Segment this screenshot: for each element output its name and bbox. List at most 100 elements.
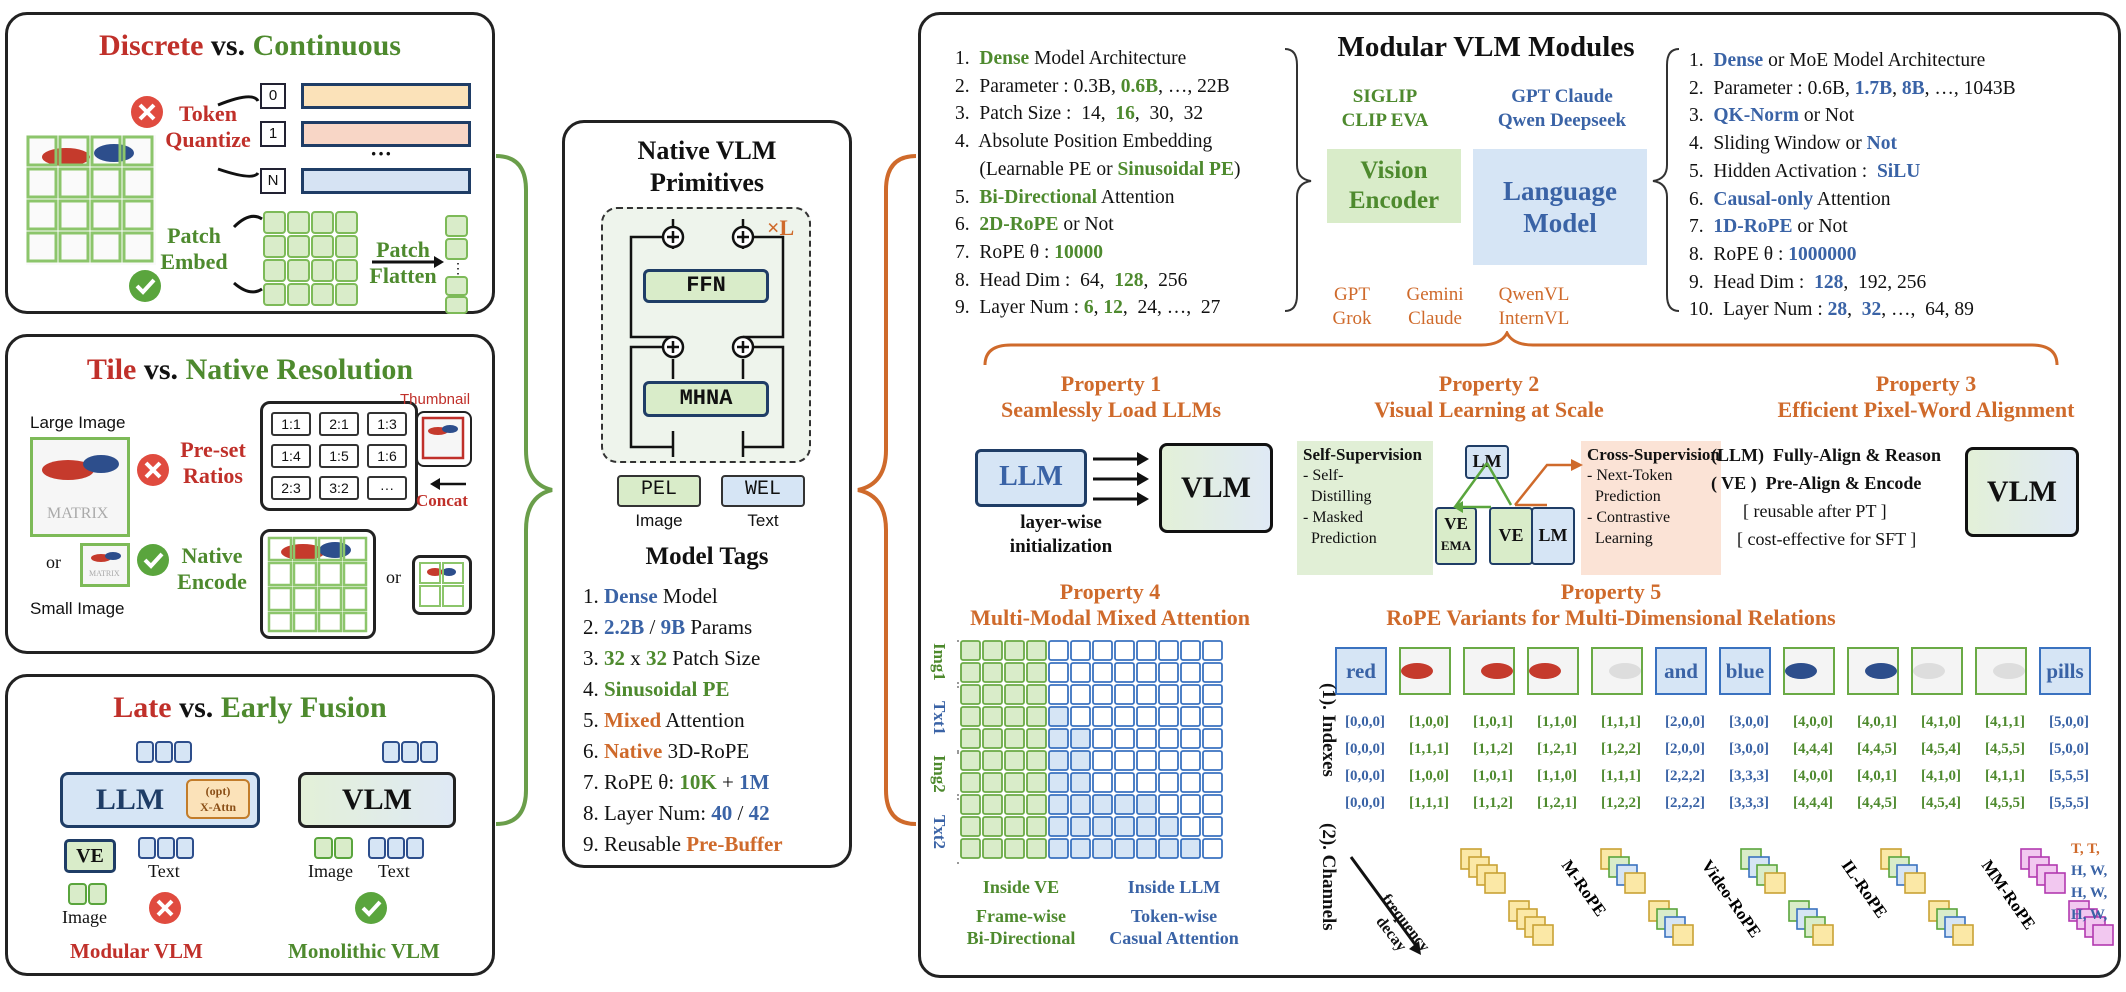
index-cell: [3,0,0]: [1729, 741, 1769, 757]
text-label: Text: [148, 861, 180, 881]
spec-text: , 192, 256: [1843, 271, 1927, 293]
attention-cell: [982, 816, 1003, 837]
supervision-item: Distilling: [1303, 488, 1372, 505]
index-cell: [1,2,2]: [1601, 795, 1641, 811]
index-cell: [3,3,3]: [1729, 795, 1769, 811]
ve-list-brace: [1284, 48, 1312, 312]
image-patch-token: [1463, 647, 1515, 695]
attention-cell: [1202, 750, 1223, 771]
small-image-label: Small Image: [30, 599, 125, 618]
attention-cell: [982, 838, 1003, 859]
panel-title: Modular VLM Modules: [1337, 31, 1635, 63]
attention-cell: [960, 750, 981, 771]
tag-number: 7.: [583, 770, 604, 794]
index-cell: [5,0,0]: [2049, 714, 2089, 730]
cross-supervision-items: - Next-Token Prediction- Contrastive Lea…: [1587, 465, 1715, 549]
spec-text: 10. Layer Num :: [1689, 299, 1828, 321]
attention-cell: [1026, 706, 1047, 727]
attention-cell: [1158, 640, 1179, 661]
self-supervision-title: Self-Supervision: [1303, 445, 1423, 464]
tag-highlight: Mixed: [604, 708, 662, 732]
rope-index-table: [0,0,0][1,0,0][1,0,1][1,1,0][1,1,1][2,0,…: [1345, 709, 2125, 817]
attention-cell: [1202, 662, 1223, 683]
attention-cell: [1004, 772, 1025, 793]
index-cell: [1,1,1]: [1409, 741, 1449, 757]
index-cell: [4,0,1]: [1857, 768, 1897, 784]
native-grid-large: [260, 529, 376, 639]
attention-cell: [1158, 750, 1179, 771]
p3-line-2: ( VE ) Pre-Align & Encode: [1711, 473, 1922, 493]
tag-highlight: 40: [711, 801, 733, 825]
model-tag-item: 1. Dense Model: [583, 581, 853, 612]
modular-vlm-label: Modular VLM: [70, 939, 203, 963]
codebook-entry: [301, 121, 471, 147]
attention-cell: [1114, 794, 1135, 815]
attention-cell: [1180, 750, 1201, 771]
model-tag-item: 4. Sinusoidal PE: [583, 674, 853, 705]
accept-icon: [128, 269, 162, 308]
channel-cube: [1532, 924, 1554, 946]
spec-highlight: Not: [1866, 133, 1897, 155]
attention-cell: [960, 684, 981, 705]
self-supervision-items: - Self- Distilling- Masked Prediction: [1303, 465, 1427, 549]
tag-highlight: 9B: [660, 615, 686, 639]
index-cell: [4,4,5]: [1857, 795, 1897, 811]
supervision-item: Learning: [1587, 530, 1653, 547]
tag-number: 4.: [583, 677, 604, 701]
patch-thumbnail: [1993, 663, 2025, 679]
tag-number: 9.: [583, 832, 604, 856]
attention-cell: [960, 838, 981, 859]
spec-text: Attention: [1813, 188, 1891, 210]
index-row: [0,0,0][1,0,0][1,0,1][1,1,0][1,1,1][2,2,…: [1345, 763, 2125, 790]
cross-attn-block: (opt) X-Attn: [186, 779, 250, 819]
spec-highlight: Causal-only: [1713, 188, 1814, 210]
spec-highlight: 128: [1114, 269, 1144, 291]
spec-highlight: 32: [1861, 299, 1882, 321]
ratio-cell: 1:6: [367, 444, 407, 468]
property-4-title: Property 4 Multi-Modal Mixed Attention: [970, 579, 1250, 630]
attention-cell: [1026, 750, 1047, 771]
p2-lm2-block: LM: [1531, 507, 1575, 565]
spec-text: or Not: [1798, 105, 1855, 127]
tag-text: 3D-RoPE: [662, 739, 750, 763]
cross-supervision-box: Cross-Supervision - Next-Token Predictio…: [1581, 441, 1721, 575]
spec-text: 1.: [955, 48, 980, 69]
channel-cube: [1904, 872, 1926, 894]
attention-cell: [1070, 794, 1091, 815]
image-patch-token: [1975, 647, 2027, 695]
attention-cell: [1158, 816, 1179, 837]
inside-ve-label: Inside VE: [982, 877, 1060, 897]
attention-cell: [982, 750, 1003, 771]
spec-highlight: 8B: [1901, 77, 1925, 99]
spec-text: ,: [1093, 297, 1104, 319]
attention-cell: [1136, 640, 1157, 661]
attention-cell: [1092, 684, 1113, 705]
lm-model-names: GPT Claude Qwen Deepseek: [1497, 86, 1627, 131]
spec-highlight: 128: [1814, 271, 1844, 293]
spec-item: 9. Head Dim : 128, 192, 256: [1689, 269, 2109, 297]
attention-cell: [960, 706, 981, 727]
index-cell: [0,0,0]: [1345, 768, 1385, 784]
attention-cell: [960, 640, 981, 661]
attention-cell: [1048, 706, 1069, 727]
attention-cell: [1026, 640, 1047, 661]
attention-cell: [1048, 838, 1069, 859]
patch-thumbnail: [1913, 663, 1945, 679]
spec-item: 1. Dense or MoE Model Architecture: [1689, 47, 2109, 75]
p3-line-1: (LLM) Fully-Align & Reason: [1711, 445, 1942, 465]
spec-item: 9. Layer Num : 6, 12, 24, …, 27: [955, 294, 1335, 322]
index-cell: [1,0,1]: [1473, 714, 1513, 730]
image-label: Image: [62, 907, 107, 927]
tag-text: Patch Size: [667, 646, 761, 670]
attention-cell: [1180, 684, 1201, 705]
spec-item: 4. Absolute Position Embedding: [955, 128, 1335, 156]
attention-cell: [1136, 816, 1157, 837]
attention-cell: [1092, 640, 1113, 661]
spec-text: (Learnable PE or: [955, 158, 1118, 180]
attention-cell: [1180, 640, 1201, 661]
spec-item: 5. Hidden Activation : SiLU: [1689, 158, 2109, 186]
attention-cell: [1048, 728, 1069, 749]
attention-cell: [1048, 640, 1069, 661]
ve-model-names: SIGLIP CLIP EVA: [1341, 86, 1429, 131]
pel-block: PEL: [617, 475, 701, 507]
